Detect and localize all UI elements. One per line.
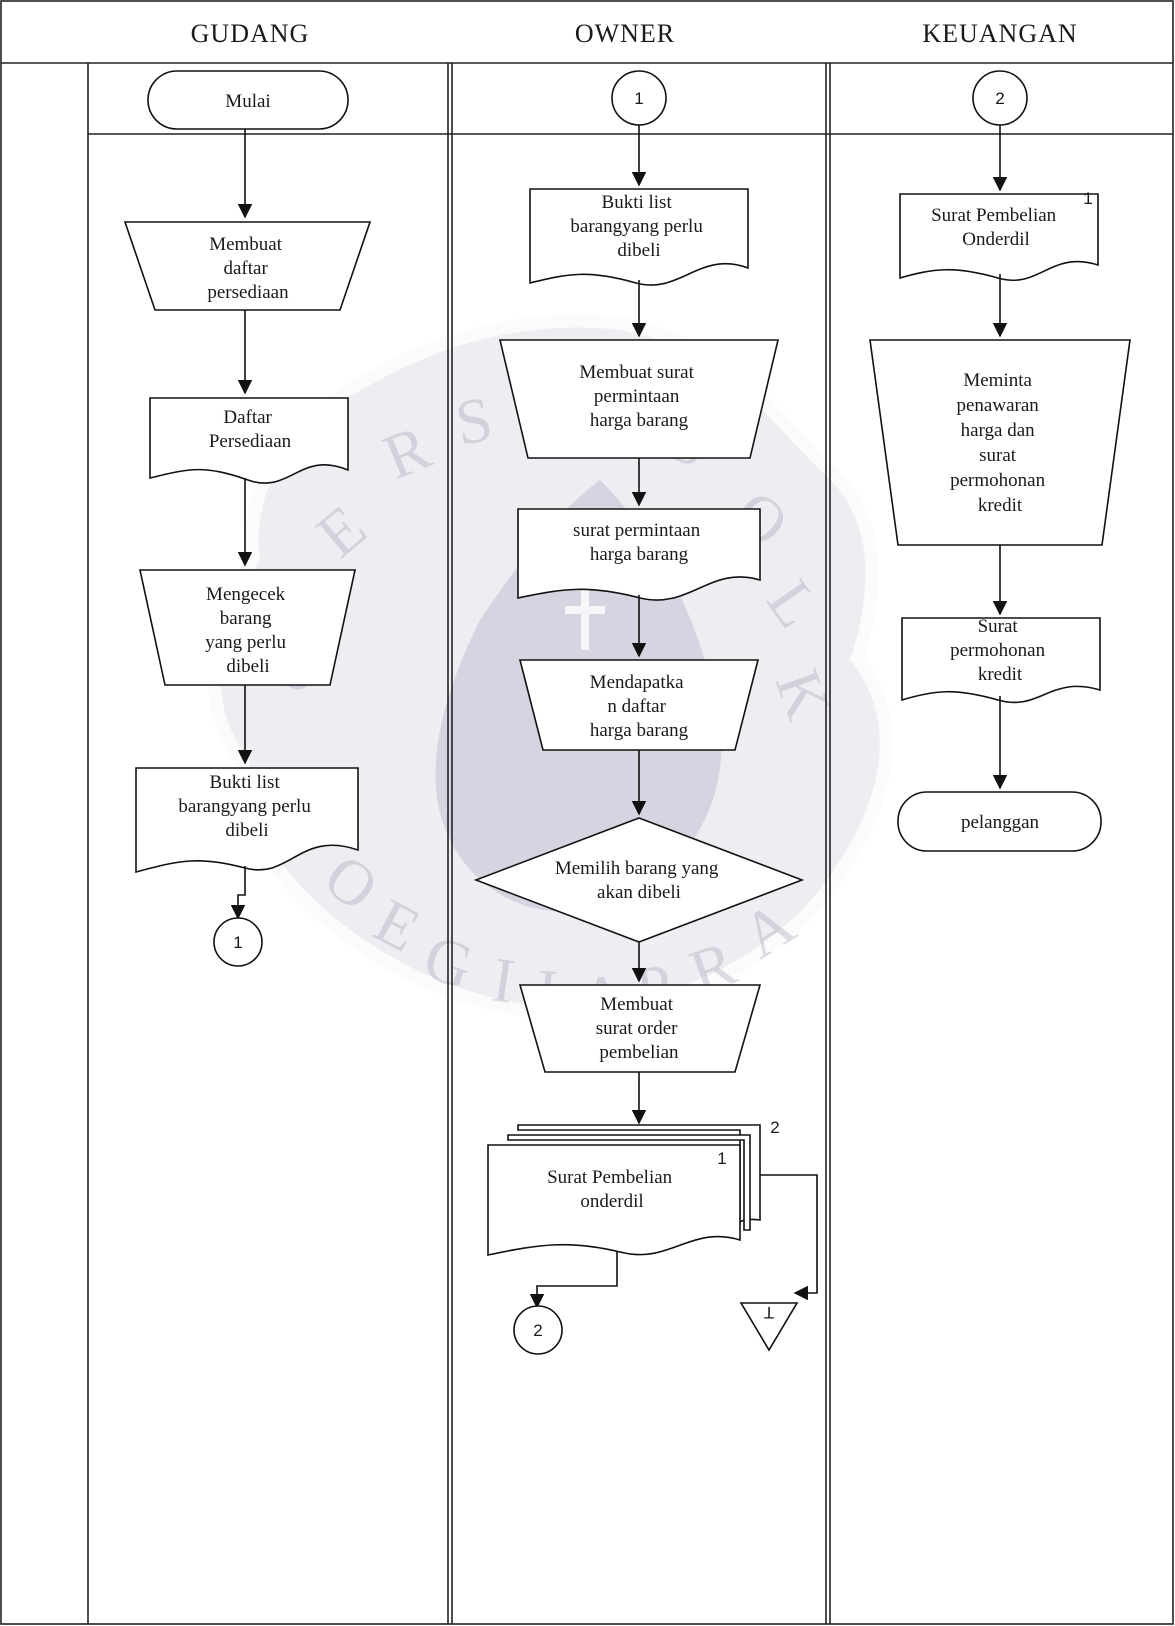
shape-label-line: n daftar [607, 696, 666, 717]
shape-label-line: yang perlu [205, 632, 286, 653]
shape-label-line: Mendapatka [590, 672, 684, 693]
lane-header-keuangan: KEUANGAN [922, 19, 1077, 48]
shape-label-line: Surat Pembelian [547, 1167, 673, 1188]
shape-label-line: Persediaan [209, 431, 292, 452]
shape-label-line: Bukti list [602, 192, 673, 213]
shape-label-line: Onderdil [962, 229, 1030, 250]
gudang-doc-proof-list: Bukti list barangyang perlu dibeli [135, 767, 359, 874]
svg-text:Surat Pembelian Onderdil: Surat Pembelian Onderdil [931, 205, 1061, 250]
shape-label-line: Membuat [209, 234, 283, 255]
doc-copy-label: 2 [770, 1118, 779, 1137]
shape-label-line: Surat Pembelian [931, 205, 1057, 226]
shape-label-line: akan dibeli [597, 882, 681, 903]
shape-label-line: harga barang [590, 544, 689, 565]
svg-text:Memilih barang yang akan: Memilih barang yang akan dibeli [555, 858, 723, 903]
connector-label: 2 [533, 1321, 542, 1340]
shape-label-line: Surat [978, 616, 1019, 637]
keuangan-manual-request-offer: Meminta penawaran harga dan surat permoh… [869, 339, 1131, 546]
svg-text:Surat permohonan k: Surat permohonan kredit [950, 616, 1050, 685]
shape-label-line: harga barang [590, 720, 689, 741]
doc-copy-label: 1 [1083, 189, 1092, 208]
shape-label-line: Mengecek [206, 584, 286, 605]
gudang-manual-make-list: Membuat daftar persediaan [123, 221, 372, 311]
shape-label-line: permintaan [594, 386, 680, 407]
owner-offpage-connector-2: 2 [513, 1305, 563, 1355]
connector-label: 2 [995, 89, 1004, 108]
keuangan-doc-credit-letter: Surat permohonan kredit [901, 616, 1101, 704]
shape-label-line: Bukti list [210, 772, 281, 793]
keuangan-connector-2: 2 [972, 70, 1028, 126]
lane-header-owner: OWNER [575, 19, 675, 48]
shape-label-line: Membuat [600, 994, 674, 1015]
shape-label-line: onderdil [580, 1191, 643, 1212]
svg-text:Membuat surat order: Membuat surat order pembelian [596, 994, 683, 1063]
shape-label-line: Daftar [223, 407, 272, 428]
gudang-offpage-connector-1: 1 [213, 917, 263, 967]
shape-label-line: Membuat surat [579, 362, 694, 383]
svg-text:Membuat daftar per: Membuat daftar persediaan [207, 234, 289, 303]
owner-archive-triangle: T [739, 1302, 799, 1352]
connector-label: 1 [634, 89, 643, 108]
shape-label-line: barangyang perlu [178, 796, 311, 817]
shape-label-line: permohonan [950, 470, 1045, 491]
keuangan-doc-purchase-letter: 1 Surat Pembelian Onderdil [899, 189, 1099, 281]
owner-manual-make-request: Membuat surat permintaan harga barang [498, 339, 780, 459]
shape-label-line: Memilih barang yang [555, 858, 719, 879]
shape-label-line: surat order [596, 1018, 678, 1039]
shape-label-line: dibeli [617, 240, 660, 261]
gudang-start-terminator: Mulai [147, 70, 349, 130]
svg-text:Membuat surat permintaan: Membuat surat permintaan harga barang [579, 362, 698, 431]
lane-header-gudang: GUDANG [191, 19, 310, 48]
shape-label-line: barang [220, 608, 272, 629]
shape-label-line: surat permintaan [573, 520, 701, 541]
shape-label-line: harga dan [961, 420, 1036, 441]
keuangan-terminator-customer: pelanggan [897, 791, 1102, 852]
archive-label: T [764, 1303, 774, 1322]
owner-doc-price-request: surat permintaan harga barang [517, 508, 761, 601]
shape-label-line: kredit [978, 495, 1023, 516]
shape-label-line: kredit [978, 664, 1023, 685]
shape-label-line: surat [979, 445, 1017, 466]
svg-text:Meminta penawaran: Meminta penawaran harga dan surat permoh… [950, 370, 1050, 516]
connector-label: 1 [233, 933, 242, 952]
shape-label-line: dibeli [225, 820, 268, 841]
svg-text:Daftar Persediaan: Daftar Persediaan [209, 407, 292, 452]
shape-label-line: dibeli [226, 656, 269, 677]
owner-doc-proof-list: Bukti list barangyang perlu dibeli [529, 188, 749, 286]
gudang-manual-check-items: Mengecek barang yang perlu dibeli [139, 569, 356, 686]
shape-label-line: harga barang [590, 410, 689, 431]
shape-label-line: permohonan [950, 640, 1045, 661]
shape-label-line: pembelian [599, 1042, 679, 1063]
svg-text:Bukti list barangyang pe: Bukti list barangyang perlu dibeli [178, 772, 315, 841]
svg-text:Mendapatka n daftar: Mendapatka n daftar harga barang [590, 672, 689, 741]
owner-manual-get-prices: Mendapatka n daftar harga barang [518, 659, 760, 751]
terminator-label: pelanggan [961, 812, 1040, 833]
terminator-label: Mulai [225, 91, 270, 112]
owner-connector-1: 1 [611, 70, 667, 126]
svg-text:Surat Pembelian onderdil: Surat Pembelian onderdil [547, 1167, 677, 1212]
owner-decision-choose-items: Memilih barang yang akan dibeli [473, 817, 805, 943]
owner-doc-purchase-letter-multi: 2 1 Surat Pembelian onderdil [487, 1118, 780, 1256]
shape-label-line: penawaran [956, 395, 1039, 416]
shape-label-line: persediaan [207, 282, 289, 303]
shape-label-line: barangyang perlu [570, 216, 703, 237]
gudang-doc-inventory-list: Daftar Persediaan [149, 397, 349, 484]
svg-text:Mengecek barang ya: Mengecek barang yang perlu dibeli [205, 584, 290, 677]
svg-text:Bukti list barangyang pe: Bukti list barangyang perlu dibeli [570, 192, 707, 261]
svg-text:surat permintaan harga b: surat permintaan harga barang [573, 520, 705, 565]
owner-manual-make-order: Membuat surat order pembelian [518, 984, 762, 1073]
shape-label-line: daftar [223, 258, 268, 279]
doc-copy-label: 1 [717, 1149, 726, 1168]
shape-label-line: Meminta [963, 370, 1032, 391]
